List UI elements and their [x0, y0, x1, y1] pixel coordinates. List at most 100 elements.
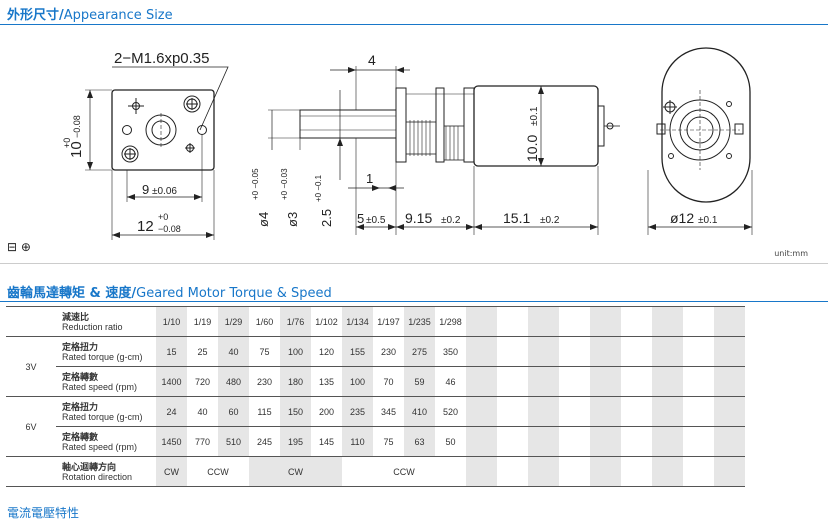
projection-symbols: ⊟ ⊕: [7, 240, 31, 254]
value-cell: 230: [373, 336, 404, 367]
value-cell: 115: [249, 396, 280, 427]
appearance-title-en: Appearance Size: [63, 8, 173, 23]
ratio-cell: 1/102: [311, 306, 342, 337]
screw-label: 2−M1.6xp0.35: [114, 50, 210, 67]
value-cell: 235: [342, 396, 373, 427]
gear-len-value: 9.15: [405, 210, 432, 226]
blank-cell: [6, 456, 56, 487]
motor-height-tol: ±0.1: [529, 106, 540, 126]
value-cell: 75: [373, 426, 404, 457]
value-cell: 245: [249, 426, 280, 457]
side-view: 4 10.0 ±0.1 ø4 +0 −0.05 ø3 +0 −0.03 2.5 …: [251, 52, 620, 235]
value-cell: 1450: [156, 426, 187, 457]
hole-spacing-tol: ±0.06: [152, 186, 177, 197]
value-cell: 25: [187, 336, 218, 367]
width-value: 12: [137, 218, 154, 235]
value-cell: 59: [404, 366, 435, 397]
ratio-cell: 1/10: [156, 306, 187, 337]
value-cell: 75: [249, 336, 280, 367]
width-tol-minus: −0.08: [158, 224, 181, 234]
width-tol-plus: +0: [158, 212, 168, 222]
ratio-cell: 1/60: [249, 306, 280, 337]
value-cell: 410: [404, 396, 435, 427]
value-cell: 63: [404, 426, 435, 457]
blank-cell: [6, 306, 56, 337]
rotation-cell: CW: [249, 456, 342, 487]
next-section-title: 電流電壓特性: [7, 506, 80, 520]
value-cell: 510: [218, 426, 249, 457]
shaft-dia-tol: +0 −0.05: [251, 168, 260, 200]
value-cell: 345: [373, 396, 404, 427]
appearance-title-zh: 外形尺寸/: [7, 8, 64, 23]
value-cell: 200: [311, 396, 342, 427]
value-cell: 50: [435, 426, 466, 457]
shaft-len-value: 5: [357, 211, 364, 226]
height-tol-minus: −0.08: [72, 115, 82, 138]
value-cell: 1400: [156, 366, 187, 397]
value-cell: 230: [249, 366, 280, 397]
value-cell: 135: [311, 366, 342, 397]
torque-title-en: Geared Motor Torque & Speed: [136, 286, 332, 301]
flat-value: 2.5: [319, 209, 334, 227]
value-cell: 480: [218, 366, 249, 397]
appearance-section-title: 外形尺寸/Appearance Size: [7, 4, 173, 23]
one-dim: 1: [366, 171, 373, 186]
rotation-cell: CCW: [187, 456, 249, 487]
shaft-dia-value: ø4: [256, 212, 271, 227]
ratio-cell: 1/19: [187, 306, 218, 337]
value-cell: 180: [280, 366, 311, 397]
ratio-cell: 1/197: [373, 306, 404, 337]
rotation-cell: CCW: [342, 456, 466, 487]
value-cell: 60: [218, 396, 249, 427]
side-top-dim: 4: [368, 52, 376, 68]
height-tol-plus: +0: [62, 138, 72, 148]
motor-len-value: 15.1: [503, 210, 530, 226]
torque-rule: [0, 301, 828, 302]
appearance-rule: [0, 24, 828, 25]
torque-title-zh: 齒輪馬達轉矩 & 速度/: [7, 286, 137, 301]
gear-len-tol: ±0.2: [441, 215, 461, 226]
hole-spacing-value: 9: [142, 182, 149, 197]
shaft-dia2-tol: +0 −0.03: [280, 168, 289, 200]
value-cell: 145: [311, 426, 342, 457]
motor-len-tol: ±0.2: [540, 215, 560, 226]
value-cell: 100: [280, 336, 311, 367]
value-cell: 24: [156, 396, 187, 427]
value-cell: 40: [218, 336, 249, 367]
height-value: 10: [68, 141, 85, 158]
value-cell: 70: [373, 366, 404, 397]
shaft-dia2-value: ø3: [285, 212, 300, 227]
flat-tol: +0 −0.1: [314, 174, 323, 202]
torque-section-title: 齒輪馬達轉矩 & 速度/Geared Motor Torque & Speed: [7, 282, 332, 301]
value-cell: 15: [156, 336, 187, 367]
voltage-3v: 3V: [6, 336, 56, 397]
shaft-len-tol: ±0.5: [366, 215, 386, 226]
dimension-drawing: 2−M1.6xp0.35 10 +0 −0.08 9 ±0.06 12 +0 −…: [62, 47, 753, 240]
value-cell: 100: [342, 366, 373, 397]
value-cell: 720: [187, 366, 218, 397]
end-dia-tol: ±0.1: [698, 215, 718, 226]
ratio-cell: 1/76: [280, 306, 311, 337]
ratio-cell: 1/298: [435, 306, 466, 337]
value-cell: 155: [342, 336, 373, 367]
value-cell: 150: [280, 396, 311, 427]
value-cell: 350: [435, 336, 466, 367]
value-cell: 195: [280, 426, 311, 457]
ratio-cell: 1/29: [218, 306, 249, 337]
value-cell: 120: [311, 336, 342, 367]
voltage-6v: 6V: [6, 396, 56, 457]
ratio-cell: 1/134: [342, 306, 373, 337]
